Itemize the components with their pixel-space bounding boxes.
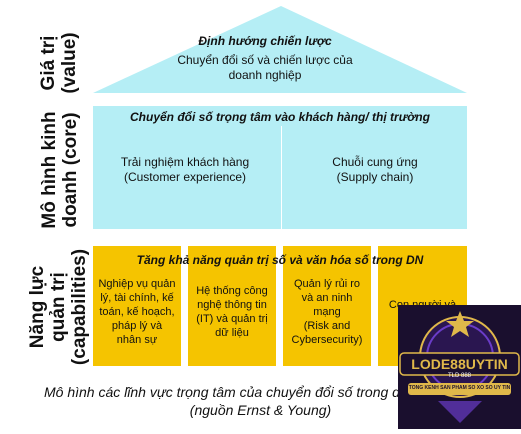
cap-item-risk-security: Quản lý rủi ro và an ninh mạng (Risk and…: [283, 277, 371, 347]
lode88uytin-logo: LODE88UYTIN TLD 888 TỔNG KÊNH SẢN PHẨM S…: [398, 305, 521, 429]
cap-item-1-line5: nhân sự: [116, 334, 158, 346]
cap-item-3-line3: mạng: [313, 306, 341, 318]
cap-item-2-line1: Hệ thống công: [196, 285, 268, 297]
core-divider: [281, 126, 282, 229]
core-box: [93, 106, 467, 229]
logo-wordmark: LODE88UYTIN: [411, 356, 508, 372]
cap-item-2-line3: (IT) và quản trị: [196, 313, 268, 325]
cap-item-2-line2: nghệ thông tin: [197, 299, 267, 311]
caption-line1: Mô hình các lĩnh vực trọng tâm của chuyể…: [43, 384, 478, 400]
cap-item-1-line2: lý, tài chính, kế: [100, 292, 174, 304]
cap-column-2: [188, 246, 276, 366]
cap-item-1-line3: toán, kế hoạch,: [99, 306, 175, 318]
roof-subtitle: Chuyển đổi số và chiến lược của doanh ng…: [150, 53, 380, 83]
cap-item-1-line4: pháp lý và: [111, 320, 163, 332]
logo-banner: TỔNG KÊNH SẢN PHẨM SỐ XỔ SỐ UY TÍN: [408, 385, 511, 391]
core-item-customer-experience: Trải nghiệm khách hàng (Customer experie…: [100, 155, 270, 185]
cap-item-3-line5: Cybersecurity): [291, 334, 363, 346]
cap-item-2-line4: dữ liệu: [215, 327, 249, 339]
roof-title: Định hướng chiến lược: [198, 34, 332, 48]
roof-subtitle-line1: Chuyển đổi số và chiến lược của: [177, 53, 353, 67]
core-item-1-line2: (Customer experience): [123, 170, 247, 184]
cap-column-3: [283, 246, 371, 366]
capabilities-heading: Tăng khả năng quản trị số và văn hóa số …: [136, 253, 424, 267]
logo-graphic: [398, 305, 521, 429]
cap-item-1-line1: Nghiệp vụ quản: [98, 278, 176, 290]
cap-column-1: [93, 246, 181, 366]
core-item-2-line2: (Supply chain): [336, 170, 414, 184]
core-heading: Chuyển đổi số trọng tâm vào khách hàng/ …: [130, 110, 430, 124]
caption-line2: (nguồn Ernst & Young): [189, 402, 332, 418]
cap-item-operations: Nghiệp vụ quản lý, tài chính, kế toán, k…: [93, 277, 181, 347]
core-item-1-line1: Trải nghiệm khách hàng: [120, 155, 250, 169]
cap-item-3-line1: Quản lý rủi ro: [293, 278, 361, 290]
cap-item-3-line4: (Risk and: [303, 320, 351, 332]
logo-tagline: TLD 888: [447, 373, 471, 379]
roof-subtitle-line2: doanh nghiệp: [228, 68, 302, 82]
core-item-supply-chain: Chuỗi cung ứng (Supply chain): [290, 155, 460, 185]
core-item-2-line1: Chuỗi cung ứng: [332, 155, 418, 169]
cap-item-3-line2: và an ninh: [301, 292, 353, 304]
cap-item-it-data: Hệ thống công nghệ thông tin (IT) và quả…: [188, 284, 276, 340]
